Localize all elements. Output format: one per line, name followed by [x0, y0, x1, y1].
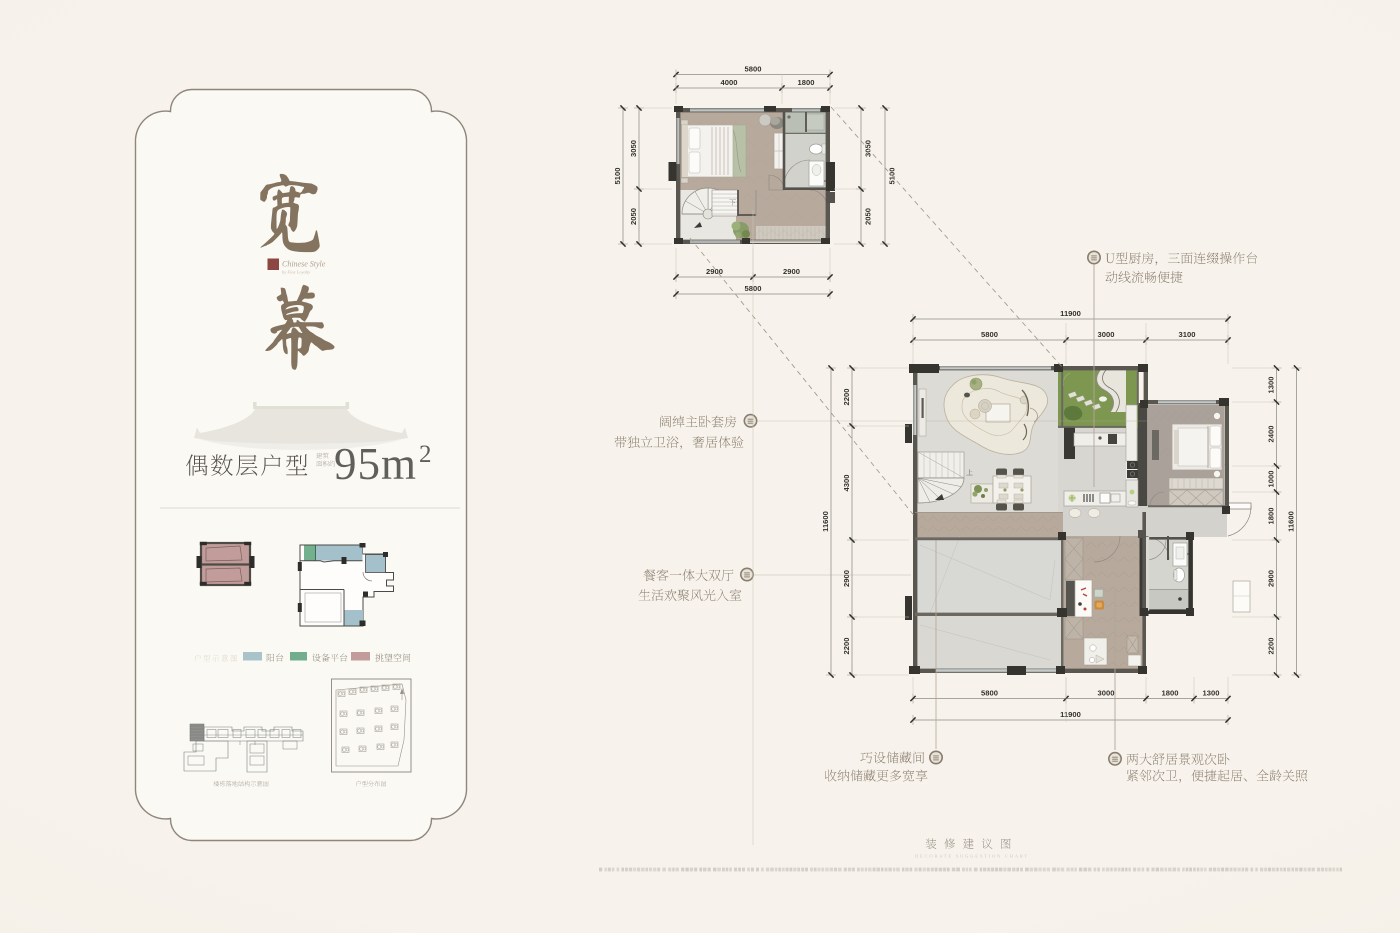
svg-text:5100: 5100 — [613, 168, 622, 185]
svg-text:1300: 1300 — [1267, 377, 1276, 394]
svg-text:2: 2 — [419, 441, 432, 468]
svg-text:11900: 11900 — [1060, 710, 1081, 719]
svg-text:2900: 2900 — [1267, 570, 1276, 587]
svg-text:3000: 3000 — [1098, 330, 1115, 339]
svg-text:1800: 1800 — [1267, 508, 1276, 525]
svg-text:5800: 5800 — [981, 689, 998, 698]
svg-text:Chinese Style: Chinese Style — [282, 260, 326, 269]
svg-text:1800: 1800 — [1162, 689, 1179, 698]
svg-text:95m: 95m — [334, 439, 417, 489]
svg-text:3050: 3050 — [629, 140, 638, 157]
svg-text:3100: 3100 — [1179, 330, 1196, 339]
svg-text:5800: 5800 — [981, 330, 998, 339]
svg-text:2900: 2900 — [783, 267, 800, 276]
svg-text:2400: 2400 — [1267, 426, 1276, 443]
svg-text:3000: 3000 — [1098, 689, 1115, 698]
svg-text:DECORATE SUGGESTION CHART: DECORATE SUGGESTION CHART — [915, 854, 1029, 859]
svg-text:2900: 2900 — [706, 267, 723, 276]
svg-text:2050: 2050 — [629, 208, 638, 225]
svg-text:2200: 2200 — [842, 638, 851, 655]
svg-text:2200: 2200 — [1267, 638, 1276, 655]
svg-text:4300: 4300 — [842, 475, 851, 492]
svg-text:5800: 5800 — [745, 65, 762, 74]
svg-text:4000: 4000 — [721, 78, 738, 87]
svg-text:1000: 1000 — [1267, 471, 1276, 488]
svg-text:1300: 1300 — [1203, 689, 1220, 698]
svg-text:11900: 11900 — [1060, 309, 1081, 318]
svg-text:11600: 11600 — [1287, 511, 1296, 532]
svg-text:1800: 1800 — [798, 78, 815, 87]
svg-text:2900: 2900 — [842, 570, 851, 587]
svg-text:by Fine Loyalty: by Fine Loyalty — [282, 270, 310, 275]
svg-text:11600: 11600 — [821, 511, 830, 532]
svg-text:2200: 2200 — [842, 389, 851, 406]
svg-text:2050: 2050 — [864, 208, 873, 225]
